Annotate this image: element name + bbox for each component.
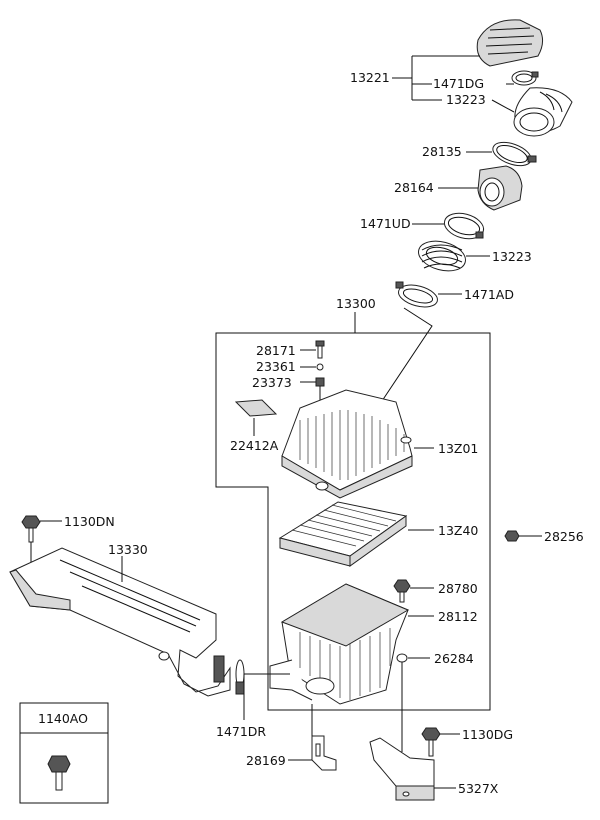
air-duct-13330: [9, 547, 231, 697]
intake-hose-13223-top: [513, 87, 573, 137]
label-23361: 23361: [256, 359, 296, 374]
label-1471dr: 1471DR: [216, 724, 266, 739]
label-28780: 28780: [438, 581, 478, 596]
label-28164: 28164: [394, 180, 434, 195]
label-28171: 28171: [256, 343, 296, 358]
grommet-23373: [315, 377, 325, 387]
nut-28256: [504, 530, 520, 542]
label-13330: 13330: [108, 542, 148, 557]
label-28112: 28112: [438, 609, 478, 624]
label-13300: 13300: [336, 296, 376, 311]
legend-box-1140ao: 1140AO: [19, 702, 109, 804]
label-13z40: 13Z40: [438, 523, 478, 538]
label-22412a: 22412A: [230, 438, 279, 453]
bolt-1130dg: [421, 727, 441, 757]
grommet-26284: [396, 653, 408, 663]
label-13z01: 13Z01: [438, 441, 478, 456]
label-13221: 13221: [350, 70, 390, 85]
bolt-1130dn: [21, 515, 41, 543]
bolt-28171: [315, 340, 325, 359]
clamp-1471ud: [443, 212, 485, 240]
label-28169: 28169: [246, 753, 286, 768]
bracket-28169: [311, 735, 337, 771]
bolt-icon: [47, 755, 71, 791]
legend-code-1140ao: 1140AO: [38, 711, 88, 726]
sticker-22412a: [234, 399, 278, 417]
label-13223-mid: 13223: [492, 249, 532, 264]
label-28135: 28135: [422, 144, 462, 159]
air-cleaner-cover-13z01: [281, 389, 413, 499]
label-1130dn: 1130DN: [64, 514, 115, 529]
bracket-5327x: [369, 737, 435, 801]
intake-hose-13223-mid: [418, 240, 466, 272]
clamp-1471dr: [235, 659, 245, 695]
grommet-28780: [393, 579, 411, 603]
label-1471ad: 1471AD: [464, 287, 514, 302]
washer-23361: [316, 363, 324, 371]
clamp-1471ad: [395, 281, 438, 308]
clamp-28135: [492, 141, 537, 167]
filter-element-13z40: [278, 501, 408, 567]
label-1130dg: 1130DG: [462, 727, 513, 742]
label-28256: 28256: [544, 529, 584, 544]
resonator-cover: [476, 19, 544, 67]
label-1471dg: 1471DG: [433, 76, 484, 91]
label-5327x: 5327X: [458, 781, 499, 796]
label-23373: 23373: [252, 375, 292, 390]
label-13223-top: 13223: [446, 92, 486, 107]
label-26284: 26284: [434, 651, 474, 666]
assembly-frame-13300: [215, 332, 491, 711]
air-cleaner-body-28112: [269, 583, 410, 705]
air-flow-sensor-28164: [477, 165, 523, 211]
clamp-1471dg: [511, 70, 539, 86]
label-1471ud: 1471UD: [360, 216, 411, 231]
